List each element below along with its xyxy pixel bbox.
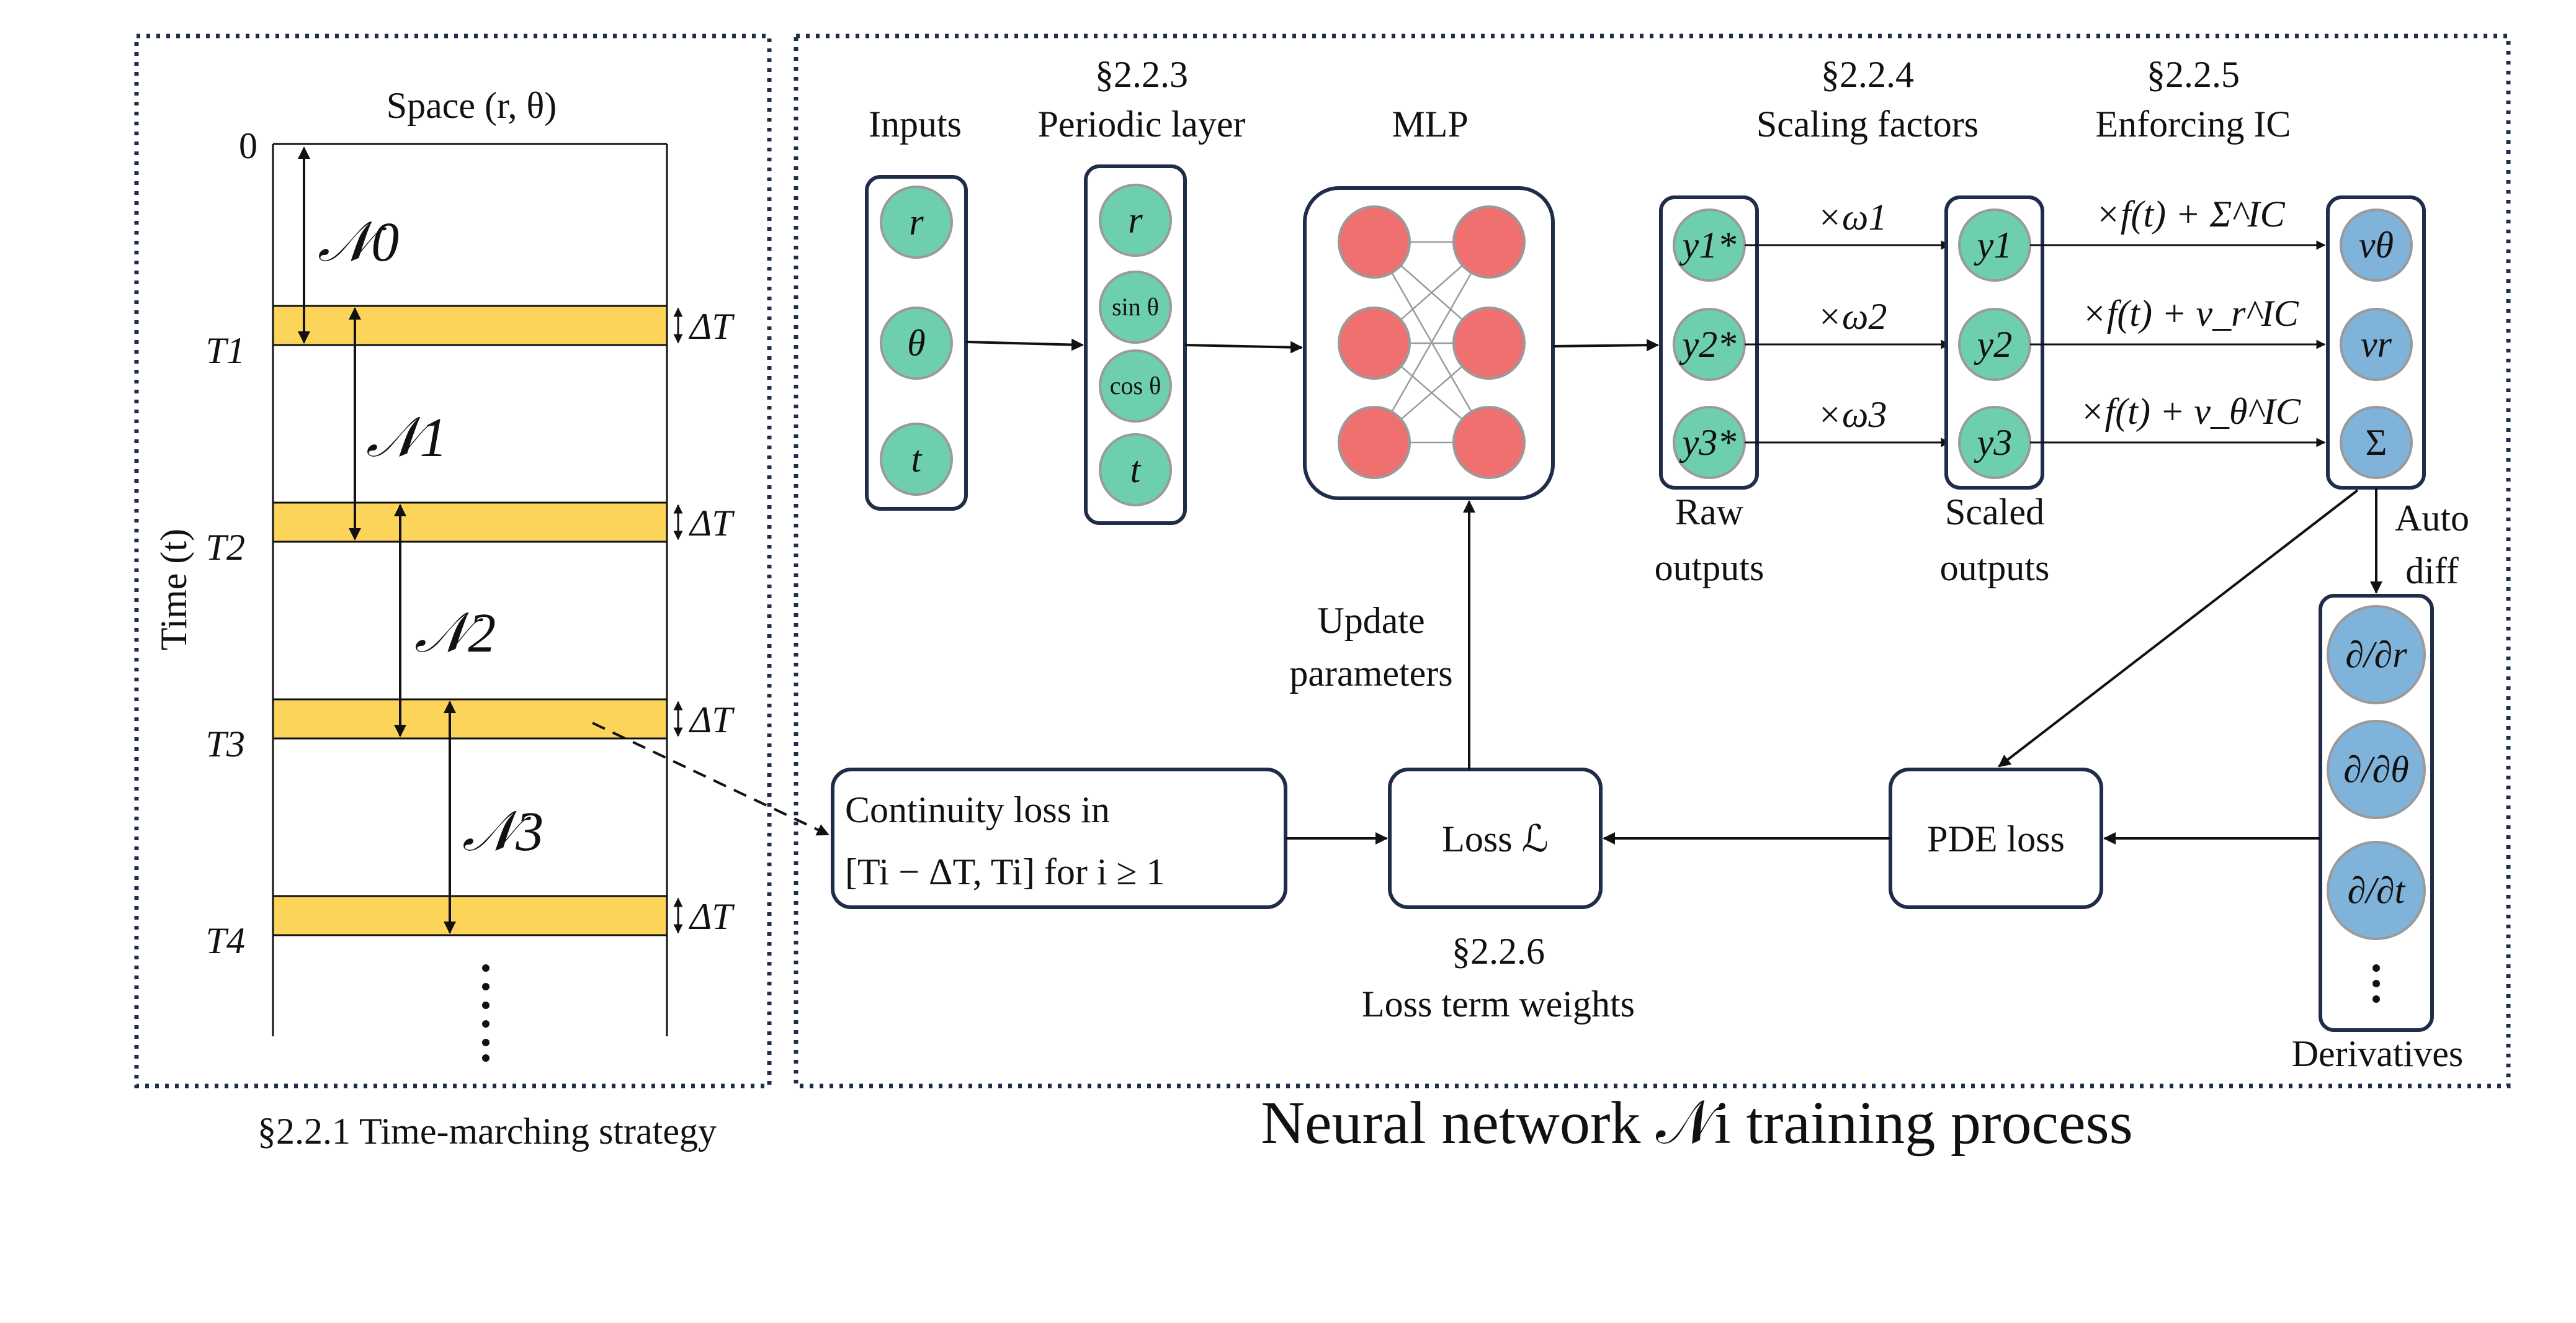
inputs-title: Inputs xyxy=(869,104,962,145)
main-caption: Neural network 𝒩i training process xyxy=(1261,1090,2133,1157)
mlp-to-raw-arrow xyxy=(1552,339,1659,352)
periodic-node-t-label: t xyxy=(1130,449,1142,490)
periodic-node-sin xyxy=(1099,271,1172,344)
inputs-to-periodic-arrow xyxy=(965,338,1084,351)
autodiff-label-1: Auto xyxy=(2395,498,2469,539)
zero-label: 0 xyxy=(239,125,257,166)
left-panel-frame xyxy=(134,34,772,1088)
periodic-to-mlp-arrow xyxy=(1184,341,1303,354)
overlap-band-1 xyxy=(272,305,668,346)
periodic-title: Periodic layer xyxy=(1038,104,1246,145)
periodic-node-cos xyxy=(1099,349,1172,423)
raw-caption-2: outputs xyxy=(1655,547,1764,588)
final-node-vr-label: vr xyxy=(2361,324,2392,365)
delta-label-1: ΔT xyxy=(689,306,735,347)
raw-node-1-label: y1* xyxy=(1679,225,1737,266)
loss-label: Loss ℒ xyxy=(1442,818,1549,859)
weights-section: §2.2.6 xyxy=(1452,931,1545,972)
final-node-vr xyxy=(2340,308,2413,381)
delta-label-2: ΔT xyxy=(689,503,735,544)
scaled-caption-1: Scaled xyxy=(1945,491,2044,532)
derivative-node-theta xyxy=(2327,720,2426,819)
time-mark-t1: T1 xyxy=(206,330,245,371)
derivative-node-r xyxy=(2327,605,2426,704)
periodic-box xyxy=(1084,164,1187,525)
weights-title: Loss term weights xyxy=(1362,984,1635,1025)
overlap-band-2 xyxy=(272,501,668,543)
continuity-label-1: Continuity loss in xyxy=(845,789,1110,830)
periodic-section: §2.2.3 xyxy=(1095,54,1188,95)
scaling-title: Scaling factors xyxy=(1756,104,1979,145)
derivatives-caption: Derivatives xyxy=(2292,1033,2464,1074)
raw-caption-1: Raw xyxy=(1675,491,1744,532)
left-panel-caption: §2.2.1 Time-marching strategy xyxy=(257,1111,717,1152)
delta-label-3: ΔT xyxy=(689,699,735,740)
input-node-r-label: r xyxy=(909,202,924,243)
network-label-n2: 𝒩2 xyxy=(414,603,496,664)
scaled-caption-2: outputs xyxy=(1940,547,2050,588)
periodic-node-r xyxy=(1099,184,1172,257)
derivative-node-t xyxy=(2327,841,2426,940)
raw-node-3-label: y3* xyxy=(1679,422,1737,463)
final-node-vtheta-label: vθ xyxy=(2359,225,2394,266)
ic-term-1: ×f(t) + Σ^IC xyxy=(2095,194,2285,235)
time-mark-t2: T2 xyxy=(206,527,245,568)
final-node-vtheta xyxy=(2340,209,2413,282)
periodic-node-r-label: r xyxy=(1128,200,1143,241)
update-label-2: parameters xyxy=(1289,653,1452,694)
input-node-t-label: t xyxy=(911,439,923,480)
pde-loss-label: PDE loss xyxy=(1927,818,2065,859)
raw-node-2-label: y2* xyxy=(1679,324,1737,365)
ic-term-3: ×f(t) + v_θ^IC xyxy=(2080,391,2301,432)
derivatives-more-dots xyxy=(2373,964,2380,1003)
ic-term-2: ×f(t) + v_r^IC xyxy=(2082,293,2299,334)
time-axis-label: Time (t) xyxy=(153,529,194,650)
derivative-node-t-label: ∂/∂t xyxy=(2348,870,2406,911)
scaling-section: §2.2.4 xyxy=(1821,54,1914,95)
overlap-band-3 xyxy=(272,698,668,740)
update-label-1: Update xyxy=(1317,600,1424,641)
scale-multiplier-3: ×ω3 xyxy=(1817,394,1887,435)
input-node-r xyxy=(880,186,953,259)
scaled-node-3-label: y3 xyxy=(1974,422,2013,463)
scaled-node-1-label: y1 xyxy=(1974,225,2013,266)
final-node-sigma-label: Σ xyxy=(2366,422,2387,463)
time-mark-t4: T4 xyxy=(206,920,245,961)
mlp-neuron xyxy=(1452,307,1526,380)
mlp-neuron xyxy=(1338,205,1411,279)
enforce-ic-title: Enforcing IC xyxy=(2096,104,2291,145)
network-label-n0: 𝒩0 xyxy=(318,212,399,273)
input-node-theta-label: θ xyxy=(907,323,925,364)
delta-label-4: ΔT xyxy=(689,896,735,937)
mlp-neuron xyxy=(1452,205,1526,279)
continuity-label-2: [Ti − ΔT, Ti] for i ≥ 1 xyxy=(845,851,1165,892)
space-label: Space (r, θ) xyxy=(387,85,557,126)
periodic-node-t xyxy=(1099,433,1172,506)
input-node-t xyxy=(880,423,953,496)
right-panel-frame xyxy=(794,34,2511,1088)
continuation-dots xyxy=(482,964,490,1062)
derivative-node-theta-label: ∂/∂θ xyxy=(2343,749,2408,790)
mlp-neuron xyxy=(1338,406,1411,479)
autodiff-label-2: diff xyxy=(2405,550,2459,591)
overlap-band-4 xyxy=(272,895,668,936)
time-mark-t3: T3 xyxy=(206,724,245,765)
mlp-neuron xyxy=(1452,406,1526,479)
final-node-sigma xyxy=(2340,406,2413,479)
derivative-node-r-label: ∂/∂r xyxy=(2345,634,2407,675)
outputs-to-pde-arrow xyxy=(1998,489,2359,768)
loss-box[interactable] xyxy=(1388,768,1603,909)
input-node-theta xyxy=(880,307,953,380)
scale-multiplier-1: ×ω1 xyxy=(1817,197,1887,238)
enforce-ic-section: §2.2.5 xyxy=(2147,54,2240,95)
network-label-n3: 𝒩3 xyxy=(462,801,543,863)
network-label-n1: 𝒩1 xyxy=(366,407,447,469)
scaled-node-2-label: y2 xyxy=(1974,324,2013,365)
scale-multiplier-2: ×ω2 xyxy=(1817,296,1887,337)
mlp-title: MLP xyxy=(1392,104,1468,145)
periodic-node-sin-label: sin θ xyxy=(1112,293,1159,321)
periodic-node-cos-label: cos θ xyxy=(1110,372,1161,400)
mlp-neuron xyxy=(1338,307,1411,380)
